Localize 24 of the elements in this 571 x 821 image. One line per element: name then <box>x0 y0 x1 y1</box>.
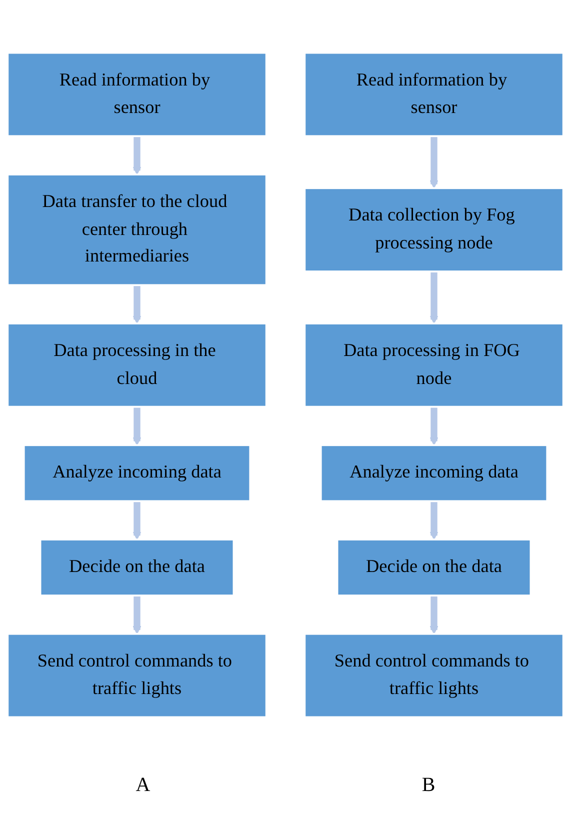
column-label: B <box>420 773 436 798</box>
column-label: A <box>134 773 152 798</box>
node-box: Analyze incoming data <box>320 444 548 502</box>
arrow <box>132 136 142 175</box>
arrow <box>132 285 142 324</box>
node-box: Send control commands to traffic lights <box>6 632 268 718</box>
node-box: Analyze incoming data <box>22 444 252 502</box>
node-box: Send control commands to traffic lights <box>304 632 564 718</box>
arrow <box>430 501 438 540</box>
node-box: Read information by sensor <box>6 52 268 138</box>
node-box: Data processing in the cloud <box>6 322 268 408</box>
arrow <box>430 136 438 188</box>
arrow <box>132 596 142 634</box>
node-box: Data transfer to the cloud center through intermediaries <box>6 174 268 286</box>
node-box: Decide on the data <box>39 538 235 596</box>
arrow <box>430 596 438 634</box>
node-box: Data processing in FOG node <box>304 322 564 408</box>
arrow <box>430 406 438 446</box>
arrow <box>132 501 142 540</box>
arrow <box>430 271 438 324</box>
arrow <box>132 406 142 446</box>
node-box: Decide on the data <box>336 538 532 596</box>
node-box: Data collection by Fog processing node <box>304 187 564 272</box>
node-box: Read information by sensor <box>304 52 564 138</box>
